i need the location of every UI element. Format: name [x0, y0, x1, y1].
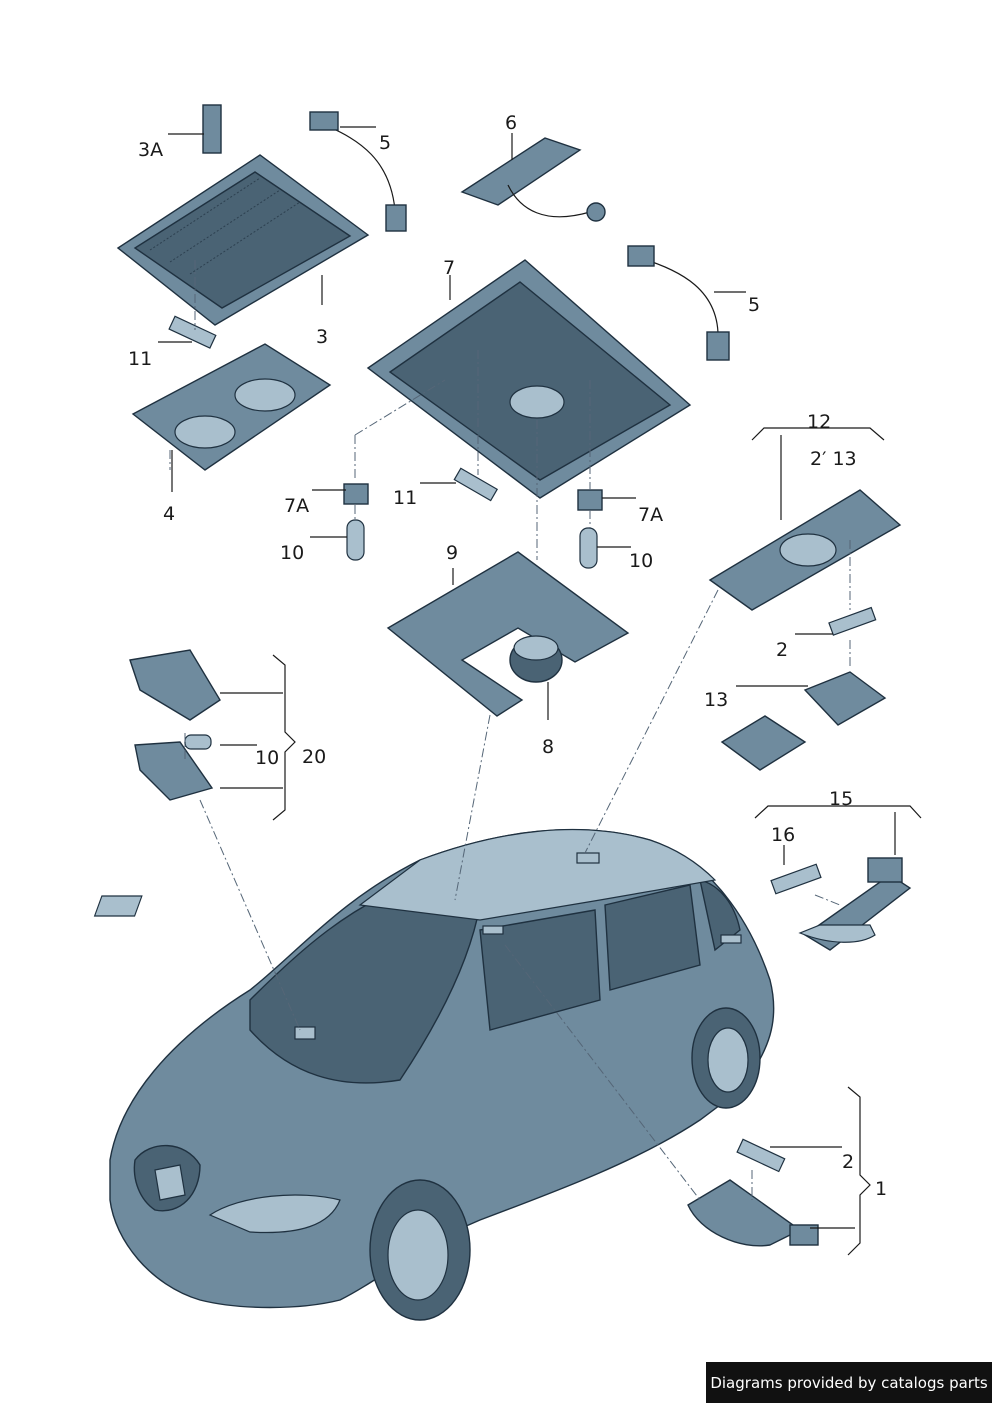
callout-9: 9: [446, 542, 458, 564]
part-12-module: [708, 489, 902, 611]
part-3-housing: [116, 154, 370, 326]
callout-10-right: 10: [629, 550, 653, 572]
callout-5-top: 5: [379, 132, 391, 154]
catalog-credit-text: Diagrams provided by catalogs parts: [710, 1373, 988, 1392]
callout-7a-left: 7A: [284, 495, 309, 517]
callout-2-upper: 2: [776, 639, 788, 661]
part-9-cover: [386, 551, 630, 717]
callout-10-lower: 10: [255, 747, 279, 769]
callout-2-x-13: 2′ 13: [810, 448, 857, 470]
part-15-lamp-assembly: [798, 857, 912, 951]
part-11-bulb: [168, 315, 217, 349]
part-10-bulb-left: [346, 519, 365, 561]
part-6-bracket: [460, 137, 606, 222]
callout-3a: 3A: [138, 139, 163, 161]
callout-3: 3: [316, 326, 328, 348]
part-20-lamp-assembly: [129, 649, 221, 801]
part-5-wire-harness: [309, 111, 407, 232]
part-2-bulb: [828, 606, 877, 636]
part-8-knob: [509, 635, 563, 683]
callout-5-right: 5: [748, 294, 760, 316]
car-illustration: [93, 828, 775, 1321]
part-7a-socket-right: [577, 489, 603, 511]
callout-4: 4: [163, 503, 175, 525]
callout-2-lower: 2: [842, 1151, 854, 1173]
callout-13: 13: [704, 689, 728, 711]
callout-15: 15: [829, 788, 853, 810]
callout-8: 8: [542, 736, 554, 758]
leader-lines: [158, 126, 922, 1256]
callout-10-left: 10: [280, 542, 304, 564]
callout-12: 12: [807, 411, 831, 433]
callout-6: 6: [505, 112, 517, 134]
callout-7: 7: [443, 257, 455, 279]
callout-1: 1: [875, 1178, 887, 1200]
callout-7a-right: 7A: [638, 504, 663, 526]
part-10-bulb-right: [579, 527, 598, 569]
part-4-cover: [131, 343, 332, 471]
part-16-bulb: [770, 863, 822, 895]
callout-20: 20: [302, 746, 326, 768]
callout-labels: 3A 5 6 3 7 5 11 4 7A 11 7A 10 10 12 2′ 1…: [128, 112, 887, 1200]
callout-11-left: 11: [128, 348, 152, 370]
part-7a-socket-left: [343, 483, 369, 505]
part-1-lamp-assembly: [687, 1138, 819, 1247]
part-7-housing: [366, 259, 692, 499]
callout-11-center: 11: [393, 487, 417, 509]
part-5-wire-harness-right: [627, 245, 730, 361]
position-lines: [169, 260, 851, 1201]
catalog-credit-banner: Diagrams provided by catalogs parts: [706, 1362, 992, 1403]
part-11-bulb-center: [453, 467, 499, 502]
part-13-lens: [720, 671, 887, 771]
part-3a-connector: [202, 104, 222, 154]
callout-16: 16: [771, 824, 795, 846]
